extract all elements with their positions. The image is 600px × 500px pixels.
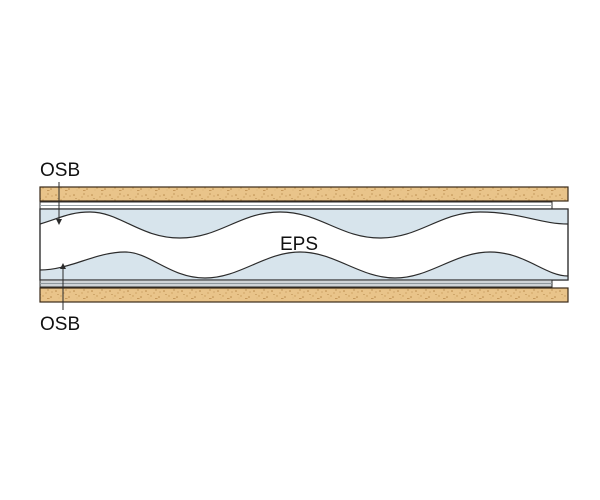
osb-bottom-label: OSB — [40, 314, 80, 335]
eps-core-label: EPS — [280, 234, 318, 255]
eps-top-wave-region — [40, 209, 568, 238]
osb-top-board — [39, 186, 569, 202]
osb-bottom-board — [39, 287, 569, 303]
eps-bottom-wave-line — [39, 251, 569, 279]
eps-bottom-wave-region — [40, 252, 568, 280]
osb-top-label: OSB — [40, 160, 80, 181]
eps-top-wave-line — [39, 211, 569, 239]
